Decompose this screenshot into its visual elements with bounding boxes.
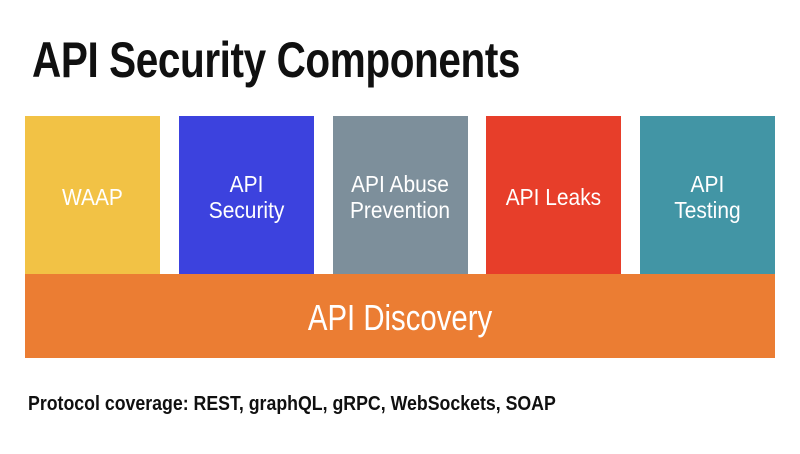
page-title: API Security Components <box>32 32 521 88</box>
component-box-api-leaks: API Leaks <box>486 116 622 274</box>
component-label-api-abuse-prevention: API Abuse Prevention <box>349 170 451 223</box>
component-label-api-testing: API Testing <box>674 170 741 223</box>
footnote-protocol-coverage: Protocol coverage: REST, graphQL, gRPC, … <box>28 392 556 415</box>
component-box-api-testing: API Testing <box>640 116 775 274</box>
components-row: WAAP API Security API Abuse Prevention A… <box>25 116 775 274</box>
base-box-api-discovery: API Discovery <box>25 274 775 358</box>
component-label-api-security: API Security <box>208 170 285 223</box>
component-box-api-security: API Security <box>178 116 314 274</box>
component-box-waap: WAAP <box>25 116 160 274</box>
component-label-waap: WAAP <box>62 183 123 210</box>
base-label-api-discovery: API Discovery <box>307 297 493 338</box>
component-label-api-leaks: API Leaks <box>506 183 602 210</box>
component-box-api-abuse-prevention: API Abuse Prevention <box>332 116 468 274</box>
